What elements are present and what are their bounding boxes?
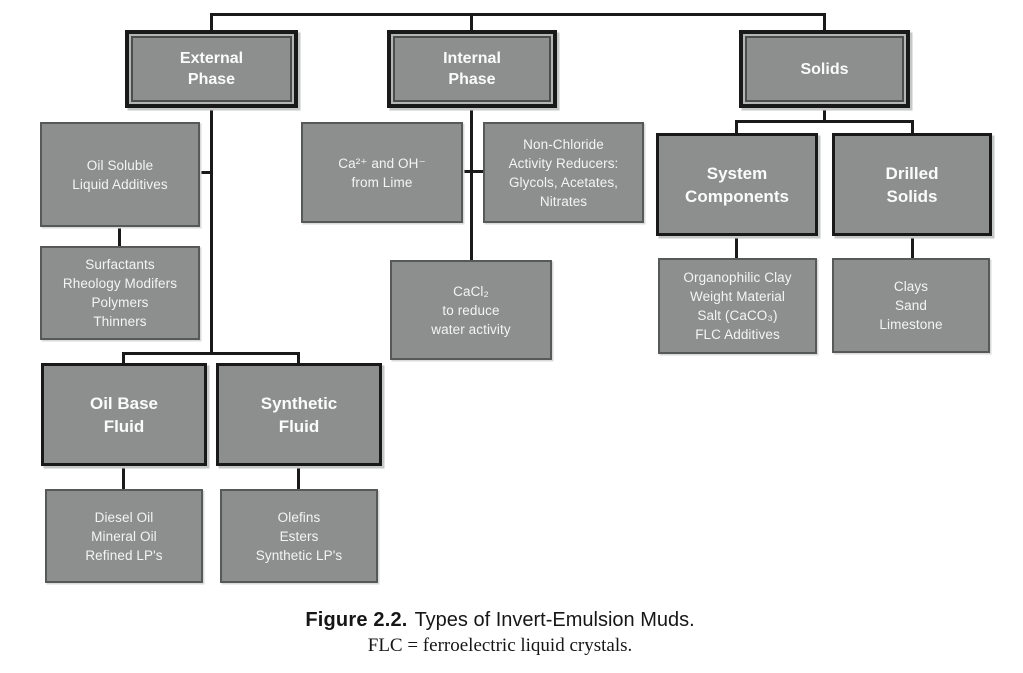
node-non-chloride-activity-reducers: Non-Chloride Activity Reducers: Glycols,… <box>483 122 644 223</box>
figure-caption-note: FLC = ferroelectric liquid crystals. <box>367 635 633 656</box>
connector-oil-base-stem <box>122 466 125 490</box>
figure-number: Figure 2.2. <box>305 609 408 631</box>
node-oil-soluble-liquid-additives: Oil Soluble Liquid Additives <box>40 122 200 227</box>
node-surfactants-rheology-polymers-thinners: Surfactants Rheology Modifers Polymers T… <box>40 246 200 340</box>
connector-external-trunk <box>210 108 213 354</box>
node-organophilic-clay-weight-salt-flc: Organophilic Clay Weight Material Salt (… <box>658 258 817 354</box>
node-external-phase: External Phase <box>125 30 298 108</box>
connector-root-to-internal <box>470 13 473 31</box>
connector-solids-stem <box>823 108 826 123</box>
figure-caption-title-line: Figure 2.2. Types of Invert-Emulsion Muds… <box>0 609 1000 632</box>
node-solids: Solids <box>739 30 910 108</box>
connector-solids-split <box>735 120 914 123</box>
connector-synthetic-stem <box>297 466 300 490</box>
connector-drilled-drop <box>911 120 914 134</box>
connector-oil-soluble-stub <box>198 171 212 174</box>
node-olefins-esters-synthetic: Olefins Esters Synthetic LP's <box>220 489 378 583</box>
connector-external-split <box>122 352 300 355</box>
connector-drilled-stem <box>911 236 914 259</box>
connector-system-drop <box>735 120 738 134</box>
connector-surfactants-stub <box>118 227 121 246</box>
connector-oil-base-drop <box>122 352 125 365</box>
node-drilled-solids: Drilled Solids <box>832 133 992 236</box>
connector-internal-trunk <box>470 108 473 261</box>
figure-title: Types of Invert-Emulsion Muds. <box>414 609 695 631</box>
connector-ca-nonchloride-stub <box>461 170 485 173</box>
node-clays-sand-limestone: Clays Sand Limestone <box>832 258 990 353</box>
node-internal-phase: Internal Phase <box>387 30 557 108</box>
node-synthetic-fluid: Synthetic Fluid <box>216 363 382 466</box>
node-system-components: System Components <box>656 133 818 236</box>
connector-root-to-solids <box>823 13 826 31</box>
node-oil-base-fluid: Oil Base Fluid <box>41 363 207 466</box>
node-ca-oh-from-lime: Ca²⁺ and OH⁻ from Lime <box>301 122 463 223</box>
node-diesel-mineral-refined: Diesel Oil Mineral Oil Refined LP's <box>45 489 203 583</box>
connector-system-stem <box>735 236 738 259</box>
figure-caption: Figure 2.2. Types of Invert-Emulsion Muds… <box>0 609 1000 657</box>
connector-synthetic-drop <box>297 352 300 365</box>
connector-root-to-external <box>210 13 213 31</box>
node-cacl2-reduce-water-activity: CaCl₂ to reduce water activity <box>390 260 552 360</box>
connector-root-horizontal <box>210 13 826 16</box>
